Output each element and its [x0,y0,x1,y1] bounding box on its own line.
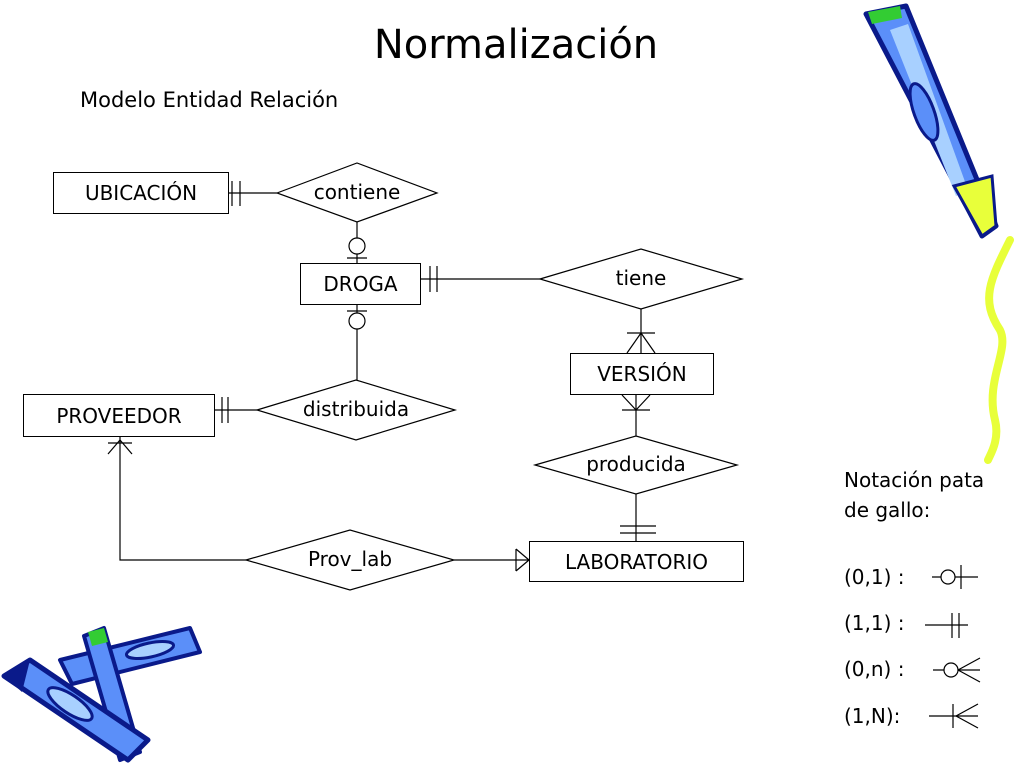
relationship-contiene-shape [275,162,439,223]
entity-version: VERSIÓN [570,353,714,395]
legend-heading-line2: de gallo: [844,498,931,522]
page-title: Normalización [373,22,659,68]
connector-proveedor-provlab [119,437,246,561]
relationship-producida-shape [532,435,740,495]
legend-zero-or-one-symbol [932,565,978,589]
relationship-tiene-label: tiene [615,266,667,290]
relationship-distribuida-label: distribuida [302,397,410,421]
legend-item-exactly-one-label: (1,1) : [844,611,905,635]
entity-ubicacion: UBICACIÓN [53,172,229,214]
entity-droga: DROGA [300,263,421,305]
relationship-tiene-shape [537,248,745,310]
legend-exactly-one-symbol [925,613,968,638]
entity-proveedor: PROVEEDOR [23,394,215,437]
relationship-producida-label: producida [586,452,686,476]
crayon-clipart-bottom-left [1,626,202,763]
legend-one-or-many-symbol [929,703,979,729]
legend-item-zero-or-one-label: (0,1) : [844,565,905,589]
entity-laboratorio: LABORATORIO [529,541,744,582]
relationship-provlab-label: Prov_lab [307,547,393,571]
legend-heading-line1: Notación pata [844,468,985,492]
relationship-contiene-label: contiene [313,180,401,204]
legend-item-one-or-many-label: (1,N): [844,704,901,728]
legend-item-zero-or-many-label: (0,n) : [844,657,905,681]
relationship-distribuida-shape [254,379,458,441]
diagram-subtitle: Modelo Entidad Relación [80,88,339,112]
legend-zero-or-many-symbol [933,657,981,683]
crayon-clipart-top-right [863,3,1014,464]
